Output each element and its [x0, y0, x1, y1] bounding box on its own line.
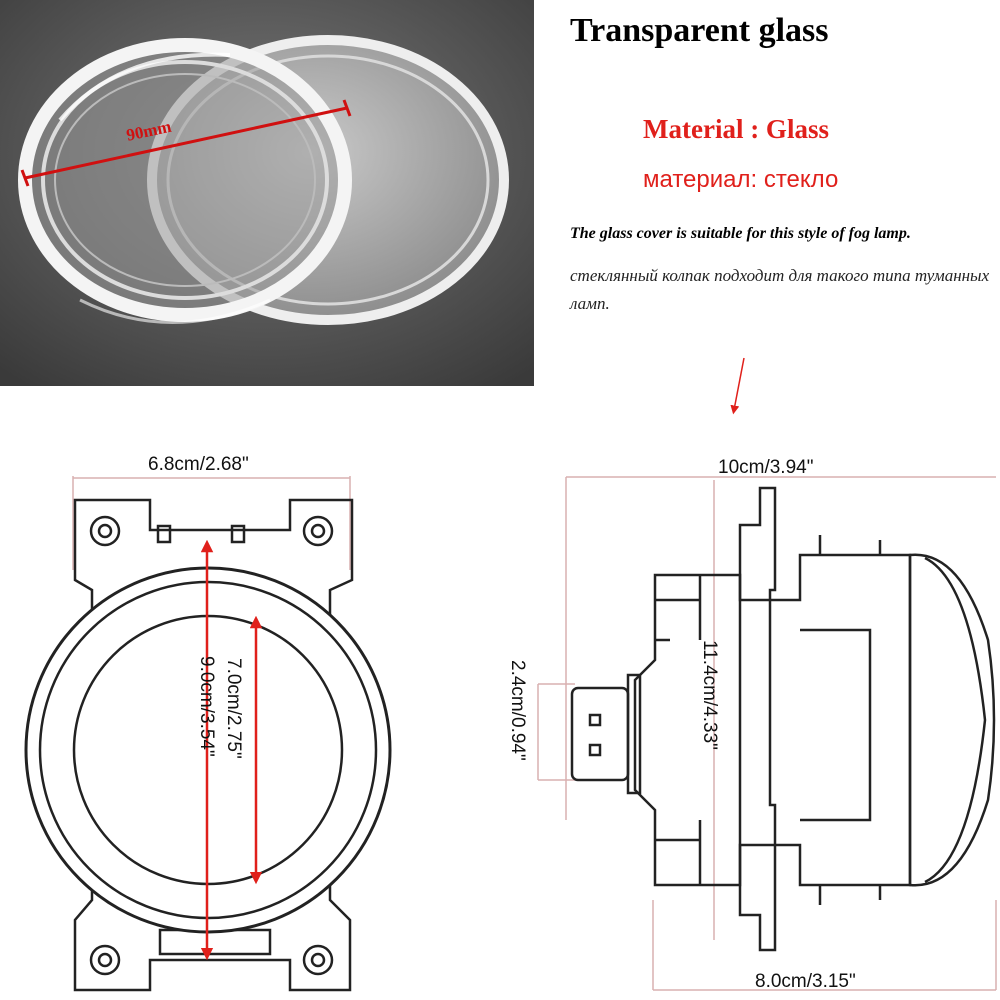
side-height-label: 11.4cm/4.33" [699, 640, 720, 750]
material-ru: материал: стекло [643, 166, 839, 193]
description-en: The glass cover is suitable for this sty… [570, 225, 911, 242]
side-connector-label: 2.4cm/0.94" [507, 660, 528, 761]
front-inner-diameter-label: 7.0cm/2.75" [223, 658, 244, 759]
front-hole-bottom-left [89, 944, 121, 976]
glass-lens-photo: 90mm [0, 0, 534, 386]
material-en: Material : Glass [643, 114, 829, 144]
page-title: Transparent glass [570, 12, 829, 49]
side-connector [570, 686, 630, 782]
side-housing [633, 553, 912, 887]
front-hole-bottom-right [302, 944, 334, 976]
side-mounting-bracket [738, 486, 777, 952]
side-view [537, 476, 997, 991]
front-glass-lens [18, 38, 352, 322]
front-hole-top-left [89, 515, 121, 547]
pointer-arrow [730, 357, 745, 415]
front-mounting-plate [73, 498, 354, 992]
side-top-width-label: 10cm/3.94" [718, 457, 813, 478]
description-ru: стеклянный колпак подходит для такого ти… [570, 266, 990, 313]
front-hole-top-right [302, 515, 334, 547]
diameter-measure-line [24, 106, 348, 180]
front-outer-diameter-label: 9.0cm/3.54" [196, 656, 217, 757]
front-width-label: 6.8cm/2.68" [148, 454, 249, 475]
front-view [24, 476, 392, 992]
technical-drawings-svg: 6.8cm/2.68" 9.0cm/3.54" 7.0cm/2.75" [24, 357, 997, 992]
side-bottom-width-label: 8.0cm/3.15" [755, 971, 856, 992]
side-lens-dome [908, 553, 996, 887]
technical-drawings: 6.8cm/2.68" 9.0cm/3.54" 7.0cm/2.75" [0, 340, 1000, 1000]
glass-lens-photo-svg: 90mm [0, 0, 534, 386]
